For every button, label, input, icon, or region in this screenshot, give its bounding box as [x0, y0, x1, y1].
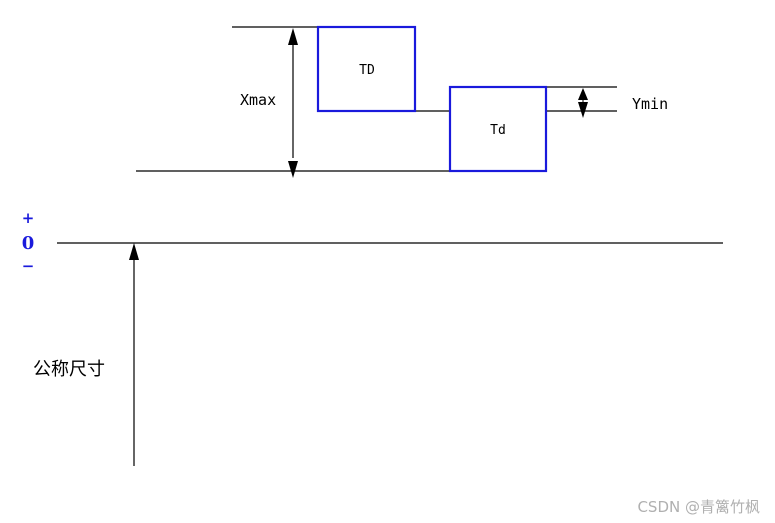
hole-tolerance-zone — [316, 25, 417, 113]
watermark-text: CSDN @青篱竹枫 — [637, 498, 760, 516]
ymin-label: Ymin — [632, 95, 668, 113]
minus-sign-label: − — [22, 257, 35, 275]
shaft-tolerance-zone — [448, 85, 548, 173]
plus-sign-label: + — [22, 209, 35, 227]
xmax-arrowhead-down — [288, 161, 298, 178]
shaft-tolerance-label: Td — [490, 123, 506, 138]
zero-line-label: 0 — [22, 233, 35, 254]
ymin-arrowhead-down — [578, 102, 588, 118]
nominal-size-arrowhead — [129, 243, 139, 260]
xmax-arrowhead-up — [288, 28, 298, 45]
ymin-arrowhead-up — [578, 88, 588, 100]
nominal-size-label: 公称尺寸 — [33, 359, 105, 380]
hole-tolerance-label: TD — [359, 63, 375, 78]
xmax-label: Xmax — [240, 91, 276, 109]
